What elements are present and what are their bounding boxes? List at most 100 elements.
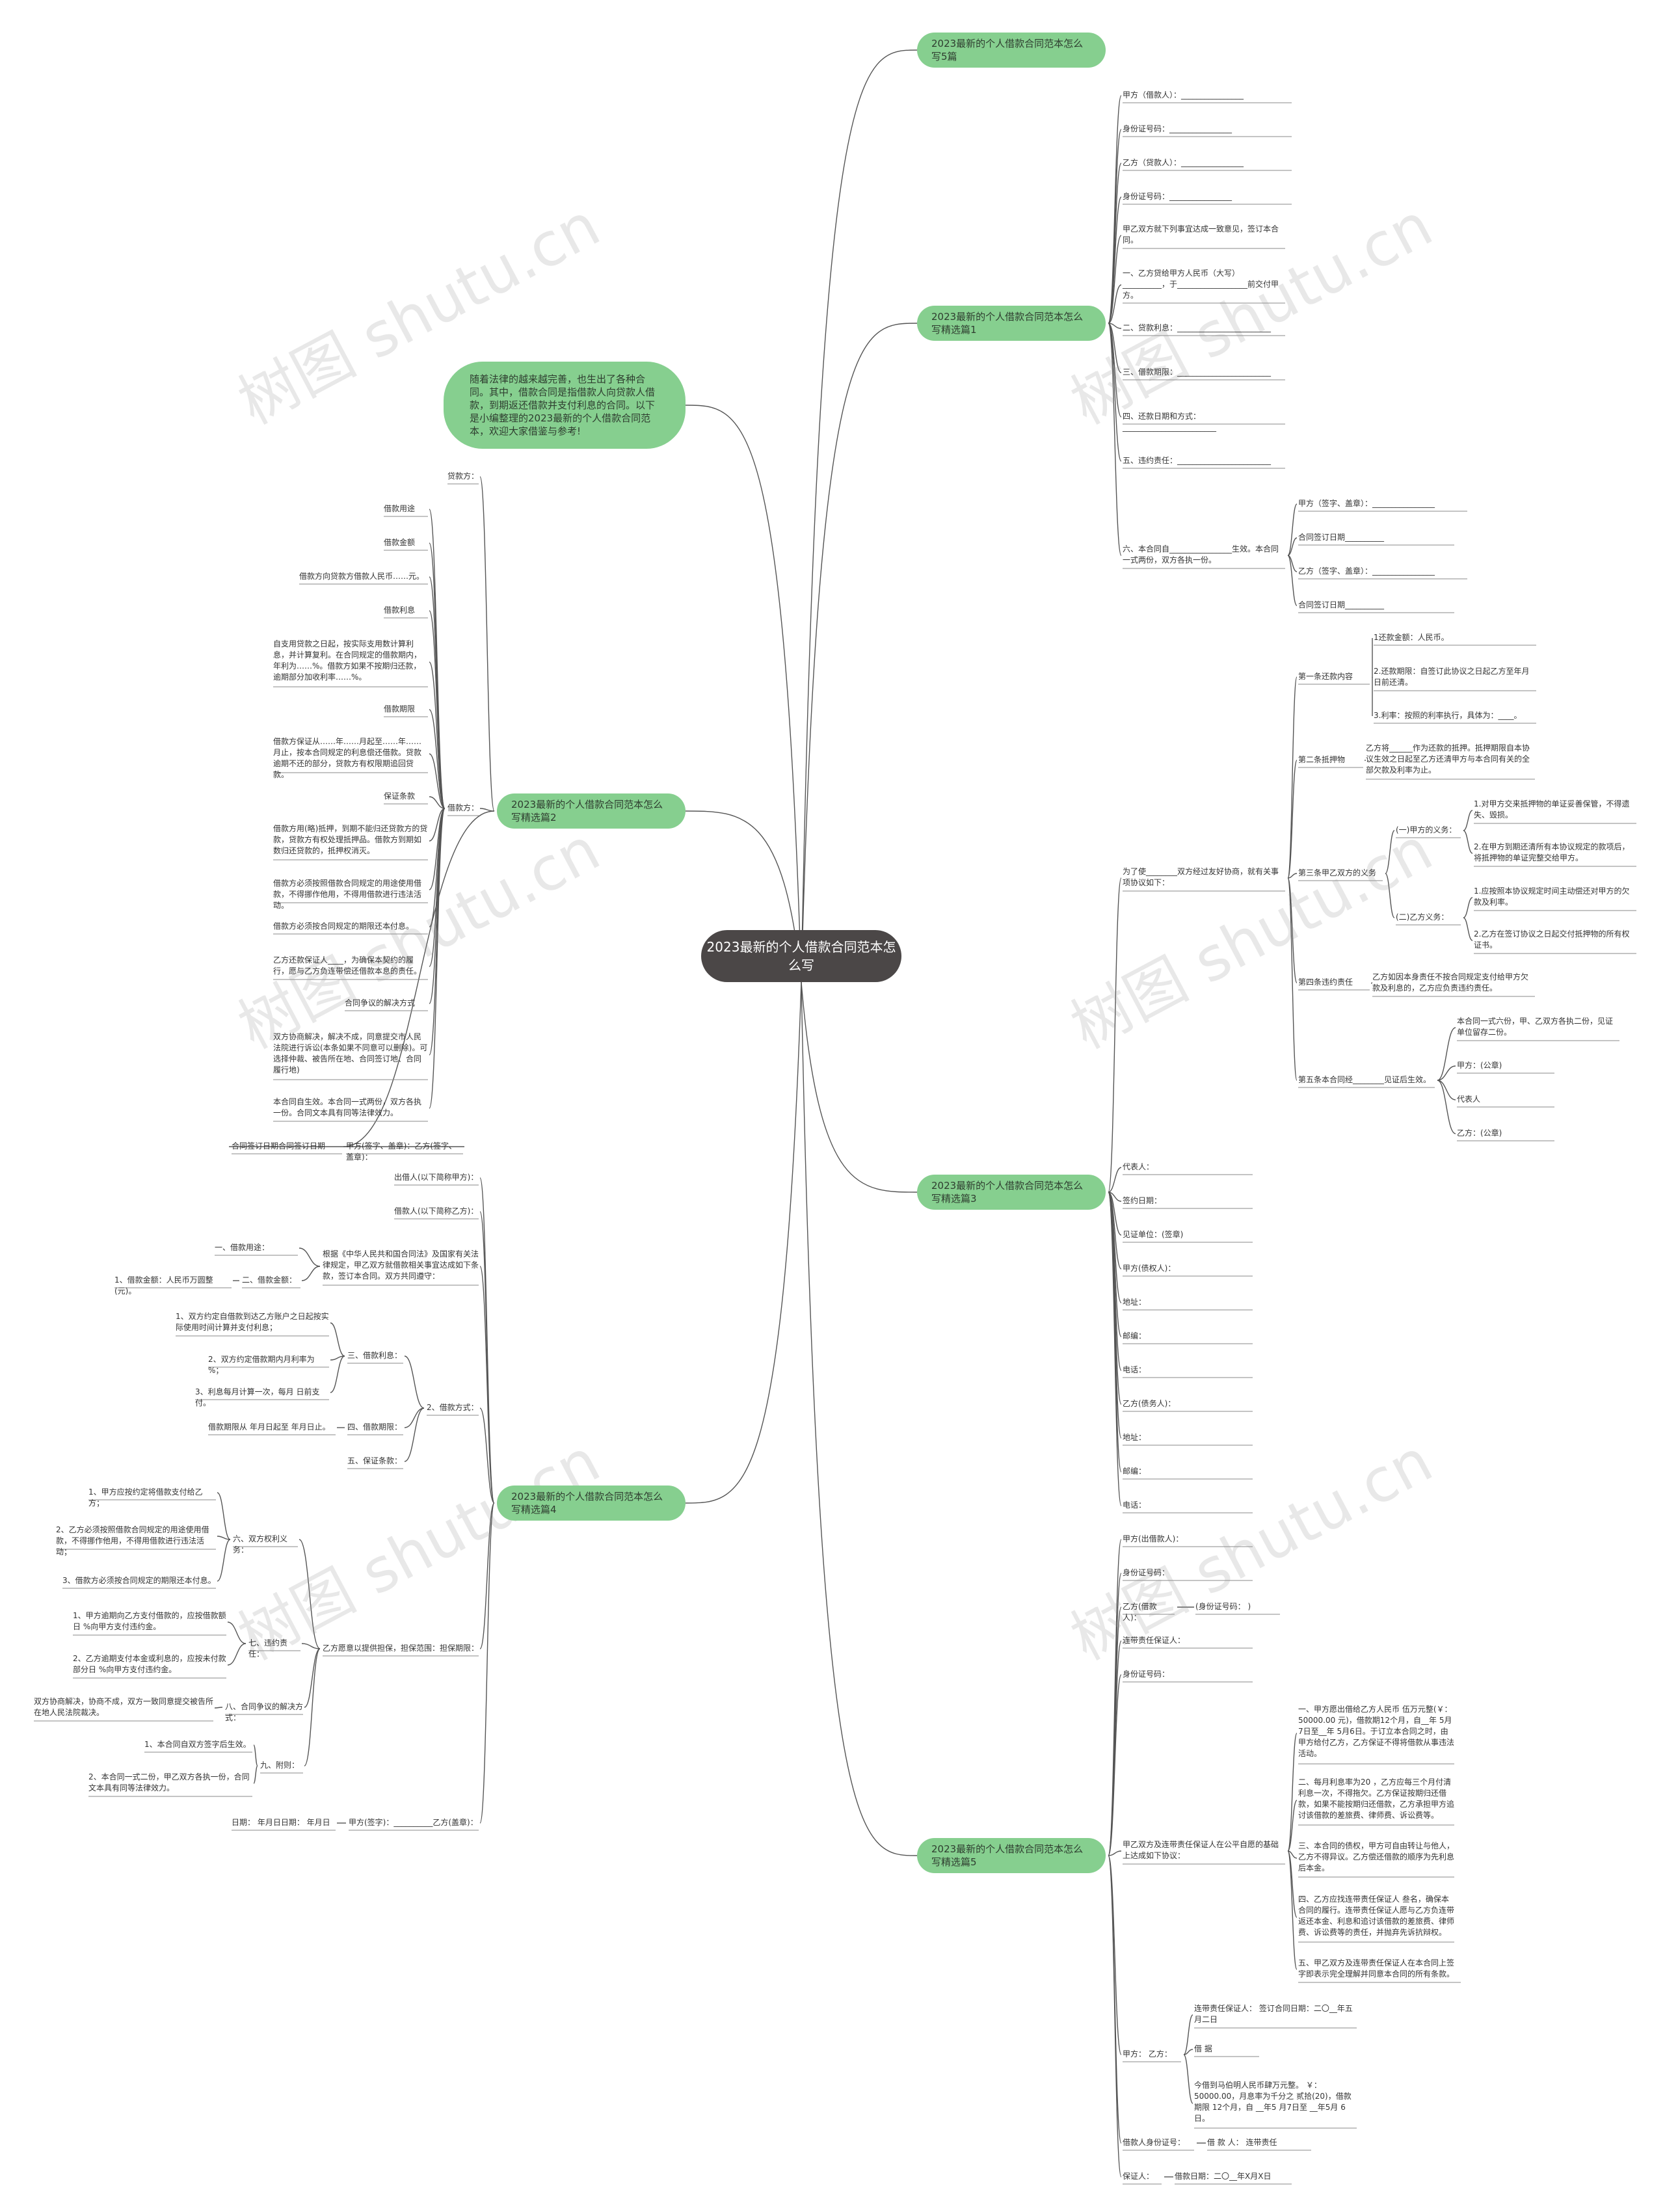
topic-b5-e[interactable]: 身份证号码： (1123, 1670, 1170, 1679)
topic-b5-g3[interactable]: 今借到马伯明人民币肆万元整。 ￥：50000.00，月息率为千分之 贰拾(20)… (1194, 2081, 1352, 2123)
topic-b4-d[interactable]: 2、借款方式： (427, 1403, 479, 1412)
topic-b2-c[interactable]: 合同签订日期合同签订日期 (232, 1141, 326, 1151)
topic-b4-e4b[interactable]: 2、本合同一式二份，甲乙双方各执一份，合同文本具有同等法律效力。 (88, 1772, 250, 1792)
topic-b5-c1[interactable]: (身份证号码： ) (1195, 1602, 1251, 1611)
topic-b1-i[interactable]: 四、还款日期和方式：________________________ (1123, 412, 1216, 432)
topic-b5-f4[interactable]: 四、乙方应找连带责任保证人 叁名，确保本合同的履行。连带责任保证人愿与乙方负连带… (1298, 1895, 1455, 1937)
topic-b3-j[interactable]: 地址： (1123, 1433, 1147, 1442)
topic-b1-j[interactable]: 五、违约责任：________________________ (1123, 456, 1272, 465)
topic-b5-f5[interactable]: 五、甲乙双方及连带责任保证人在本合同上签字即表示完全理解并同意本合同的所有条款。 (1298, 1958, 1455, 1979)
topic-b3-s3a2[interactable]: 2.在甲方到期还清所有本协议规定的款项后，将抵押物的单证完整交给甲方。 (1474, 842, 1630, 862)
topic-b1-c[interactable]: 乙方（贷款人）：________________ (1123, 158, 1244, 167)
topic-b2-b11[interactable]: 借款方必须按合同规定的期限还本付息。 (273, 922, 414, 931)
topic-b5-g2[interactable]: 借 据 (1194, 2044, 1212, 2053)
topic-b3-s1[interactable]: 第一条还款内容 (1298, 672, 1353, 681)
topic-b3-c[interactable]: 签约日期： (1123, 1196, 1162, 1205)
topic-b4-e3[interactable]: 八、合同争议的解决方式： (225, 1702, 304, 1722)
topic-b1-k4[interactable]: 合同签订日期__________ (1298, 600, 1385, 609)
topic-b4-e2[interactable]: 七、违约责任： (248, 1638, 288, 1659)
topic-b5-g[interactable]: 甲方： 乙方： (1123, 2049, 1172, 2059)
topic-b3-s3a[interactable]: (一)甲方的义务： (1396, 825, 1457, 834)
topic-b3-l[interactable]: 电话： (1123, 1500, 1147, 1510)
topic-b4-f[interactable]: 甲方(签字)：__________乙方(盖章)： (349, 1818, 478, 1827)
topic-b4-e4[interactable]: 九、附则： (260, 1761, 300, 1770)
branch-topic-b1[interactable]: 2023最新的个人借款合同范本怎么写精选篇1 (917, 306, 1106, 341)
topic-b1-a[interactable]: 甲方（借款人）：________________ (1123, 90, 1244, 100)
topic-b3-s3b2[interactable]: 2.乙方在签订协议之日起交付抵押物的所有权证书。 (1474, 929, 1630, 950)
topic-b5-i1[interactable]: 借款日期：二〇__年X月X日 (1175, 2172, 1272, 2181)
topic-b3-a[interactable]: 为了使________双方经过友好协商，就有关事项协议如下： (1123, 867, 1279, 887)
topic-b3-g[interactable]: 邮编： (1123, 1331, 1147, 1340)
topic-b5-f[interactable]: 甲乙双方及连带责任保证人在公平自愿的基础上达成如下协议： (1123, 1840, 1279, 1860)
topic-b1-f[interactable]: 一、乙方贷给甲方人民币（大写）__________，于_____________… (1123, 269, 1279, 300)
topic-b5-i[interactable]: 保证人： (1123, 2172, 1154, 2181)
topic-b5-a[interactable]: 甲方(出借款人)： (1123, 1534, 1184, 1543)
topic-b5-d[interactable]: 连带责任保证人： (1123, 1636, 1186, 1645)
branch-topic-b4[interactable]: 2023最新的个人借款合同范本怎么写精选篇4 (497, 1486, 686, 1521)
topic-b3-s5b[interactable]: 甲方：(公章) (1457, 1061, 1502, 1070)
topic-b4-e1a[interactable]: 1、甲方应按约定将借款支付给乙方； (88, 1487, 203, 1508)
topic-b3-s1c[interactable]: 3.利率：按照的利率执行，具体为：____。 (1374, 711, 1522, 720)
topic-b3-s4[interactable]: 第四条违约责任 (1298, 978, 1353, 987)
topic-b4-d1b[interactable]: 2、双方约定借款期内月利率为 %； (208, 1355, 315, 1375)
topic-b2-b13[interactable]: 合同争议的解决方式 (345, 998, 416, 1007)
topic-b4-d2[interactable]: 四、借款期限： (347, 1422, 403, 1432)
topic-b2-b[interactable]: 借款方： (447, 803, 479, 812)
topic-b1-h[interactable]: 三、借款期限：________________________ (1123, 367, 1272, 377)
topic-b3-s1a[interactable]: 1还款金额：人民币。 (1374, 633, 1449, 642)
topic-b2-b7[interactable]: 借款方保证从……年……月起至……年……月止，按本合同规定的利息偿还借款。贷款逾期… (273, 737, 422, 779)
topic-b2-b6[interactable]: 借款期限 (384, 704, 416, 713)
topic-b3-k[interactable]: 邮编： (1123, 1467, 1147, 1476)
branch-topic-b2[interactable]: 2023最新的个人借款合同范本怎么写精选篇2 (497, 793, 686, 829)
branch-topic-b5h[interactable]: 2023最新的个人借款合同范本怎么写5篇 (917, 33, 1106, 68)
topic-b5-f1[interactable]: 一、甲方愿出借给乙方人民币 伍万元整(￥：50000.00 元)，借款期12个月… (1298, 1705, 1455, 1758)
topic-b3-s5c[interactable]: 代表人 (1457, 1095, 1481, 1104)
topic-b1-k3[interactable]: 乙方（签字、盖章）：________________ (1298, 566, 1435, 576)
topic-b4-d3[interactable]: 五、保证条款： (347, 1456, 403, 1465)
topic-b4-c2[interactable]: 二、借款金额： (242, 1275, 297, 1285)
topic-b2-b8[interactable]: 保证条款 (384, 792, 416, 801)
topic-b3-s5[interactable]: 第五条本合同经________见证后生效。 (1298, 1075, 1432, 1084)
topic-b1-g[interactable]: 二、贷款利息：________________________ (1123, 323, 1272, 332)
topic-b4-e1c[interactable]: 3、借款方必须按合同规定的期限还本付息。 (62, 1576, 216, 1585)
topic-b2-b12[interactable]: 乙方还款保证人____，为确保本契约的履行，愿与乙方负连带偿还借款本息的责任。 (273, 955, 422, 976)
topic-b4-e1[interactable]: 六、双方权利义务： (233, 1534, 288, 1554)
topic-b5-h1[interactable]: 借 款 人： 连带责任 (1207, 2138, 1277, 2147)
topic-b3-b[interactable]: 代表人： (1123, 1162, 1154, 1171)
topic-b1-k2[interactable]: 合同签订日期__________ (1298, 533, 1385, 542)
topic-b3-s1b[interactable]: 2.还款期限：自签订此协议之日起乙方至年月日前还清。 (1374, 667, 1530, 687)
topic-b2-b2[interactable]: 借款金额 (384, 538, 416, 547)
topic-b3-s4a[interactable]: 乙方如因本身责任不按合同规定支付给甲方欠款及利息的，乙方应负责违约责任。 (1372, 972, 1529, 993)
topic-b2-b5[interactable]: 自支用贷款之日起，按实际支用数计算利息，并计算复利。在合同规定的借款期内，年利为… (273, 639, 422, 682)
topic-b2-b4[interactable]: 借款利息 (384, 606, 416, 615)
topic-b1-b[interactable]: 身份证号码：________________ (1123, 124, 1232, 133)
topic-b2-b1[interactable]: 借款用途 (384, 504, 416, 513)
topic-b5-h[interactable]: 借款人身份证号： (1123, 2138, 1186, 2147)
topic-b4-d1c[interactable]: 3、利息每月计算一次，每月 日前支付。 (195, 1387, 320, 1407)
topic-b4-d1[interactable]: 三、借款利息： (347, 1351, 403, 1360)
topic-b5-f3[interactable]: 三、本合同的债权，甲方可自由转让与他人，乙方不得异议。乙方偿还借款的顺序为先利息… (1298, 1841, 1455, 1872)
topic-b5-g1[interactable]: 连带责任保证人： 签订合同日期：二〇__年五月二日 (1194, 2004, 1353, 2024)
topic-b3-f[interactable]: 地址： (1123, 1298, 1147, 1307)
topic-b2-c1[interactable]: 甲方(签字、盖章)：乙方(签字、盖章)： (346, 1141, 457, 1162)
topic-b1-e[interactable]: 甲乙双方就下列事宜达成一致意见，签订本合同。 (1123, 224, 1279, 245)
topic-b4-d1a[interactable]: 1、双方约定自借款到达乙方账户之日起按实际使用时间计算并支付利息； (176, 1312, 329, 1332)
branch-topic-b5[interactable]: 2023最新的个人借款合同范本怎么写精选篇5 (917, 1838, 1106, 1873)
topic-b2-a[interactable]: 贷款方： (447, 472, 479, 481)
topic-b4-d2a[interactable]: 借款期限从 年月日起至 年月日止。 (208, 1422, 330, 1432)
topic-b4-b[interactable]: 借款人(以下简称乙方)： (394, 1206, 479, 1216)
topic-b2-b3[interactable]: 借款方向贷款方借款人民币……元。 (299, 572, 425, 581)
topic-b3-s3a1[interactable]: 1.对甲方交来抵押物的单证妥善保管，不得遗失、毁损。 (1474, 799, 1630, 820)
topic-b1-d[interactable]: 身份证号码：________________ (1123, 192, 1232, 201)
topic-b4-a[interactable]: 出借人(以下简称甲方)： (394, 1173, 479, 1182)
topic-b2-b15[interactable]: 本合同自生效。本合同一式两份，双方各执一份。合同文本具有同等法律效力。 (273, 1097, 422, 1117)
topic-b4-f1[interactable]: 日期： 年月日日期： 年月日 (232, 1818, 330, 1827)
topic-b2-b14[interactable]: 双方协商解决，解决不成，同意提交市人民法院进行诉讼(本条如果不同意可以删除)。可… (273, 1032, 428, 1074)
topic-b3-s2[interactable]: 第二条抵押物 (1298, 755, 1346, 764)
intro-topic[interactable]: 随着法律的越来越完善，也生出了各种合同。其中，借款合同是指借款人向贷款人借款，到… (444, 362, 686, 449)
topic-b5-b[interactable]: 身份证号码： (1123, 1568, 1170, 1577)
topic-b4-e[interactable]: 乙方愿意以提供担保，担保范围：担保期限： (323, 1644, 479, 1653)
topic-b4-c[interactable]: 根据《中华人民共和国合同法》及国家有关法律规定，甲乙双方就借款相关事宜达成如下条… (323, 1249, 479, 1281)
topic-b3-s3b[interactable]: (二)乙方义务： (1396, 913, 1449, 922)
topic-b4-e3a[interactable]: 双方协商解决，协商不成，双方一致同意提交被告所在地人民法院裁决。 (34, 1697, 214, 1717)
